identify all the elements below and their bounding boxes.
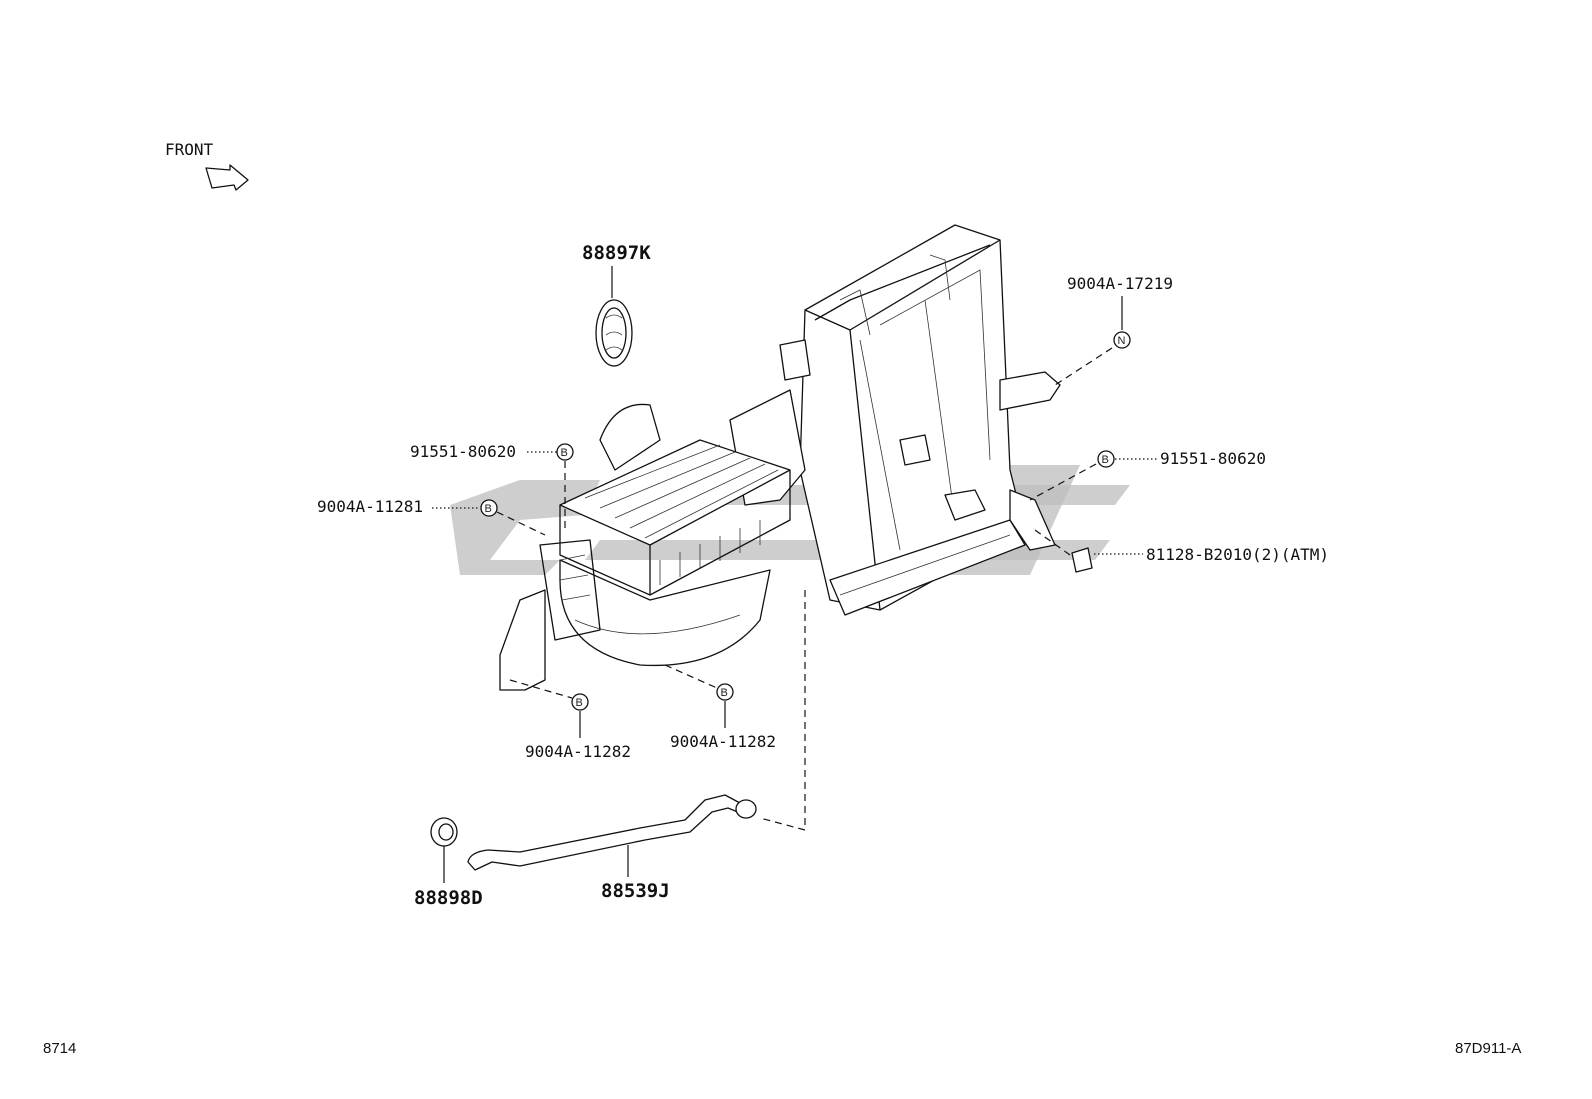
front-label: FRONT [165, 140, 214, 159]
bolt-9004a-11282-left: B 9004A-11282 [509, 679, 631, 761]
grommet-88897k: 88897K [582, 242, 651, 367]
label-88897k: 88897K [582, 242, 651, 264]
screw-91551-80620-right: B 91551-80620 [1029, 449, 1266, 501]
label-9004a-11281: 9004A-11281 [317, 497, 423, 516]
label-9004a-17219: 9004A-17219 [1067, 274, 1173, 293]
callout-b-icon [571, 693, 589, 711]
bolt-9004a-11282-right: B 9004A-11282 [664, 664, 776, 751]
callout-b-icon [1097, 450, 1115, 468]
callout-b-icon [480, 499, 498, 517]
label-9004a-11282-right: 9004A-11282 [670, 732, 776, 751]
svg-text:N: N [1118, 335, 1126, 347]
label-88539j: 88539J [601, 880, 670, 902]
label-91551-80620-left: 91551-80620 [410, 442, 516, 461]
front-indicator: FRONT [165, 140, 249, 191]
svg-text:B: B [561, 447, 568, 459]
svg-text:B: B [576, 697, 583, 709]
clip-9004a-17219: 9004A-17219 N [1054, 274, 1173, 386]
clip-81128-b2010: 81128-B2010(2)(ATM) [1034, 529, 1329, 573]
grommet-88898d: 88898D [414, 817, 483, 909]
front-arrow-icon [205, 164, 249, 191]
screw-91551-80620-left: 91551-80620 B [410, 442, 574, 530]
label-91551-80620-right: 91551-80620 [1160, 449, 1266, 468]
label-81128-b2010: 81128-B2010(2)(ATM) [1146, 545, 1329, 564]
page-ref: 8714 [43, 1040, 76, 1057]
label-88898d: 88898D [414, 887, 483, 909]
svg-text:B: B [1102, 454, 1109, 466]
callout-n-icon [1113, 331, 1131, 349]
svg-text:B: B [721, 687, 728, 699]
label-9004a-11282-left: 9004A-11282 [525, 742, 631, 761]
callout-b-icon [556, 443, 574, 461]
hvac-unit-illustration [499, 224, 1061, 691]
figure-code: 87D911-A [1455, 1040, 1521, 1057]
drain-hose-88539j: 88539J [467, 794, 757, 902]
bolt-9004a-11281: 9004A-11281 B [317, 497, 546, 536]
callout-b-icon [716, 683, 734, 701]
svg-text:B: B [485, 503, 492, 515]
